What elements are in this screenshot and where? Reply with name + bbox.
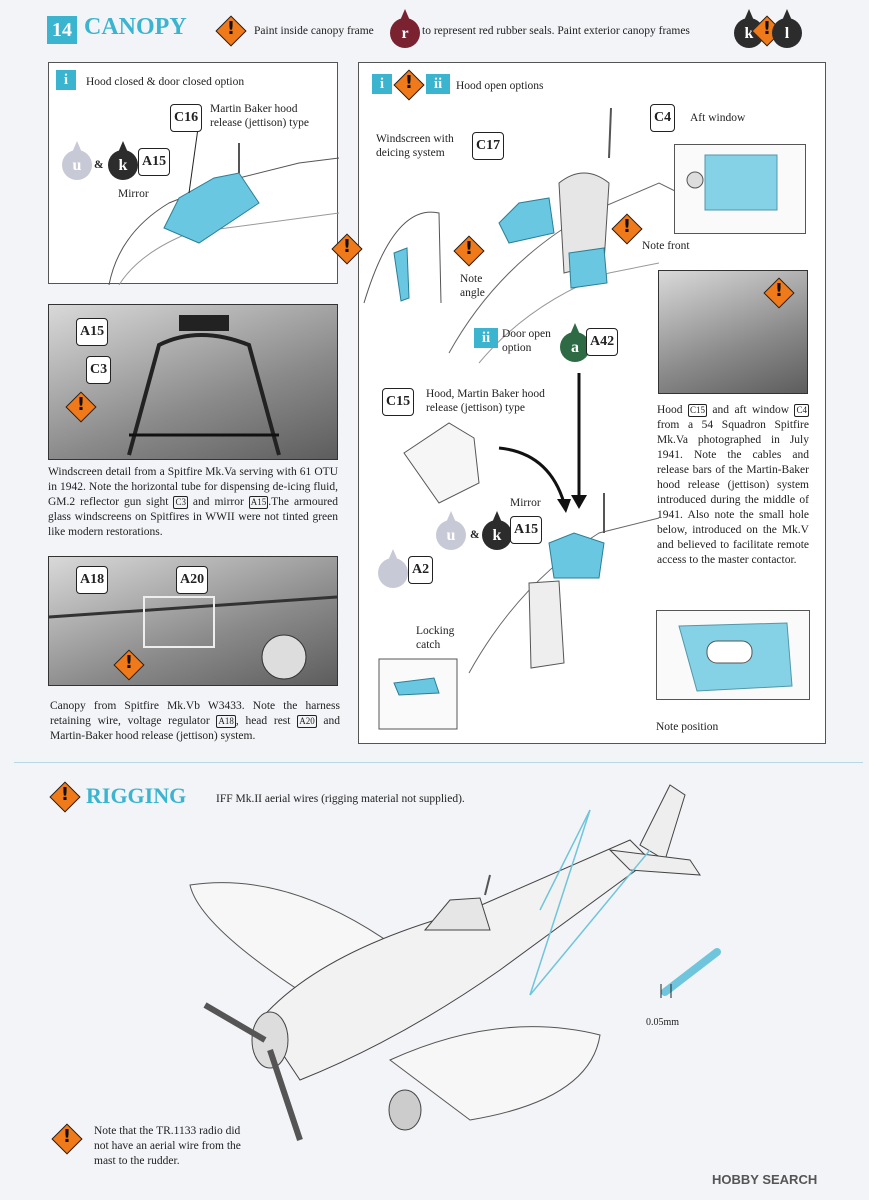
panel-i-title: Hood closed & door closed option — [86, 76, 245, 88]
ampersand: & — [470, 529, 480, 541]
caution-icon: ! — [763, 277, 795, 309]
door-open-label: Door open option — [502, 328, 551, 354]
paint-drop-k: k — [482, 520, 512, 550]
panel-ii-title: Hood open options — [456, 80, 544, 92]
callout-a2: A2 — [408, 556, 434, 584]
rigging-optional-icon: ! — [49, 781, 81, 813]
rigging-text: IFF Mk.II aerial wires (rigging material… — [216, 793, 465, 805]
c15-label: Hood, Martin Baker hood release (jettiso… — [426, 388, 545, 414]
step-title: CANOPY — [84, 14, 187, 40]
section-divider — [14, 762, 863, 763]
paint-drop-r: r — [390, 18, 420, 48]
caution-icon: ! — [51, 1123, 83, 1155]
rigging-title: RIGGING — [86, 783, 187, 808]
note-position-label: Note position — [656, 721, 719, 733]
paint-drop-u: u — [62, 150, 92, 180]
rigging-wire-sample — [660, 948, 721, 998]
caution-icon: ! — [65, 391, 97, 423]
caution-icon: ! — [611, 213, 643, 245]
paint-drop-l: l — [772, 18, 802, 48]
step-number: 14 — [47, 16, 77, 44]
position-drawing — [678, 622, 793, 692]
canopy-closed-illustration — [108, 120, 339, 285]
paint-drop-u: u — [436, 520, 466, 550]
caution-icon: ! — [331, 233, 363, 265]
rigging-note: Note that the TR.1133 radio did not have… — [94, 1125, 241, 1167]
header-text-1: Paint inside canopy frame — [254, 25, 374, 37]
callout-c16: C16 — [170, 104, 203, 132]
callout-a18: A18 — [76, 566, 109, 594]
position-inset — [656, 610, 810, 700]
caution-icon: ! — [215, 15, 247, 47]
paint-drop-u-small — [378, 558, 408, 588]
windscreen-caption: Windscreen detail from a Spitfire Mk.Va … — [48, 466, 339, 538]
callout-c4: C4 — [650, 104, 676, 132]
canopy-vb-caption: Canopy from Spitfire Mk.Vb W3433. Note t… — [50, 700, 341, 742]
header-text-2: to represent red rubber seals. Paint ext… — [422, 25, 690, 37]
option-i-badge: i — [56, 70, 76, 90]
panel-hood-closed — [48, 62, 339, 285]
caution-icon: ! — [751, 15, 783, 47]
caution-icon: ! — [393, 69, 425, 101]
locking-catch-label: Locking catch — [416, 625, 455, 651]
canopy-open-illustration — [363, 107, 680, 730]
caution-icon: ! — [113, 649, 145, 681]
callout-a15: A15 — [510, 516, 543, 544]
aft-window-label: Aft window — [690, 112, 746, 124]
callout-c3: C3 — [86, 356, 112, 384]
mirror-label: Mirror — [118, 188, 149, 200]
windscreen-label: Windscreen with deicing system — [376, 133, 454, 159]
ampersand: & — [94, 159, 104, 171]
callout-c15: C15 — [382, 388, 415, 416]
wire-dimension: 0.05mm — [646, 1017, 680, 1028]
option-ii-badge: ii — [474, 328, 498, 348]
option-i-badge: i — [372, 74, 392, 94]
caution-icon: ! — [453, 235, 485, 267]
aft-window-photo-caption: Hood C15 and aft window C4 from a 54 Squ… — [657, 404, 809, 566]
canopy-photo-drawing — [48, 595, 338, 680]
mirror-label: Mirror — [510, 497, 541, 509]
callout-c17: C17 — [472, 132, 505, 160]
paint-drop-a: a — [560, 332, 590, 362]
callout-a15: A15 — [138, 148, 171, 176]
callout-a20: A20 — [176, 566, 209, 594]
aft-window-drawing — [686, 154, 778, 211]
callout-a42: A42 — [586, 328, 619, 356]
callout-a15: A15 — [76, 318, 109, 346]
option-ii-badge: ii — [426, 74, 450, 94]
paint-drop-k: k — [108, 150, 138, 180]
rigging-aircraft-illustration — [189, 784, 701, 1141]
watermark: HOBBY SEARCH — [712, 1172, 818, 1187]
note-front-label: Note front — [642, 240, 690, 252]
note-angle-label: Note angle — [460, 273, 485, 299]
aft-window-inset — [674, 144, 806, 234]
windscreen-photo-drawing — [127, 315, 281, 456]
c16-label: Martin Baker hood release (jettison) typ… — [210, 103, 309, 129]
